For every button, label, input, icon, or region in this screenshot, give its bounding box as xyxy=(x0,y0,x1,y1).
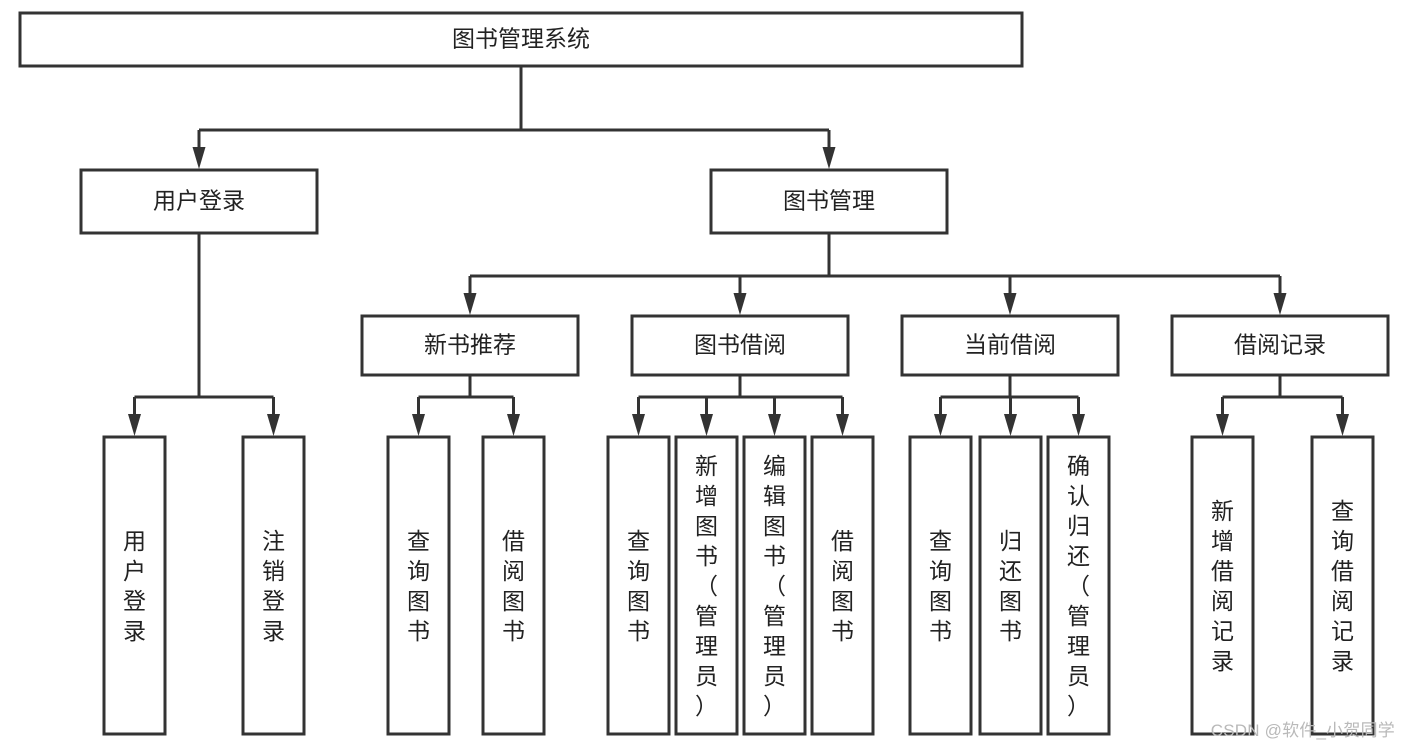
node-root[interactable]: 图书管理系统 xyxy=(18,11,1024,68)
node-leaf-user-login[interactable]: 用户登录 xyxy=(102,435,167,736)
connector-group xyxy=(128,233,280,436)
arrowhead-icon xyxy=(463,293,477,315)
arrowhead-icon xyxy=(1072,414,1085,436)
node-box xyxy=(79,168,319,235)
node-leaf-edit-book[interactable]: 编辑图书（管理员） xyxy=(742,435,807,736)
connector-group xyxy=(412,375,520,436)
arrowhead-icon xyxy=(768,414,781,436)
node-box xyxy=(386,435,451,736)
node-leaf-add-record[interactable]: 新增借阅记录 xyxy=(1190,435,1255,736)
arrowhead-icon xyxy=(822,147,836,169)
node-box xyxy=(1170,314,1390,377)
node-label: 新增图书（管理员） xyxy=(695,453,718,719)
connector-group xyxy=(463,233,1287,315)
node-box xyxy=(742,435,807,736)
node-label: 编辑图书（管理员） xyxy=(763,453,786,719)
connector-group xyxy=(1216,375,1349,436)
node-leaf-logout[interactable]: 注销登录 xyxy=(241,435,306,736)
node-label: 查询图书 xyxy=(407,528,430,644)
arrowhead-icon xyxy=(1003,293,1017,315)
node-box xyxy=(241,435,306,736)
arrowhead-icon xyxy=(1216,414,1229,436)
node-leaf-borrow-book-1[interactable]: 借阅图书 xyxy=(481,435,546,736)
node-label: 借阅图书 xyxy=(831,528,854,644)
node-leaf-return-book[interactable]: 归还图书 xyxy=(978,435,1043,736)
node-box xyxy=(978,435,1043,736)
connector-layer xyxy=(128,66,1349,436)
node-label: 图书管理 xyxy=(783,188,875,214)
node-label: 新书推荐 xyxy=(424,332,516,358)
node-leaf-query-book-2[interactable]: 查询图书 xyxy=(606,435,671,736)
node-user-login[interactable]: 用户登录 xyxy=(79,168,319,235)
node-label: 确认归还（管理员） xyxy=(1067,453,1090,719)
connector-group xyxy=(934,375,1085,436)
node-box xyxy=(674,435,739,736)
node-label: 图书管理系统 xyxy=(452,26,590,52)
arrowhead-icon xyxy=(1336,414,1349,436)
node-book-borrow[interactable]: 图书借阅 xyxy=(630,314,850,377)
node-box xyxy=(360,314,580,377)
node-leaf-confirm-return[interactable]: 确认归还（管理员） xyxy=(1046,435,1111,736)
node-box xyxy=(908,435,973,736)
node-box xyxy=(630,314,850,377)
node-box xyxy=(606,435,671,736)
node-leaf-query-book-1[interactable]: 查询图书 xyxy=(386,435,451,736)
node-box xyxy=(1046,435,1111,736)
node-leaf-add-book[interactable]: 新增图书（管理员） xyxy=(674,435,739,736)
node-label: 查询图书 xyxy=(627,528,650,644)
arrowhead-icon xyxy=(632,414,645,436)
arrowhead-icon xyxy=(934,414,947,436)
node-current-borrow[interactable]: 当前借阅 xyxy=(900,314,1120,377)
node-label: 用户登录 xyxy=(123,528,146,644)
node-leaf-borrow-book-2[interactable]: 借阅图书 xyxy=(810,435,875,736)
node-label: 当前借阅 xyxy=(964,332,1056,358)
node-label: 归还图书 xyxy=(999,528,1022,644)
node-box xyxy=(810,435,875,736)
connector-group xyxy=(632,375,849,436)
arrowhead-icon xyxy=(192,147,206,169)
arrowhead-icon xyxy=(1273,293,1287,315)
node-box xyxy=(900,314,1120,377)
node-layer: 图书管理系统用户登录图书管理新书推荐图书借阅当前借阅借阅记录用户登录注销登录查询… xyxy=(18,11,1390,736)
node-label: 借阅记录 xyxy=(1234,332,1326,358)
node-label: 查询图书 xyxy=(929,528,952,644)
node-box xyxy=(709,168,949,235)
node-box xyxy=(102,435,167,736)
arrowhead-icon xyxy=(700,414,713,436)
arrowhead-icon xyxy=(733,293,747,315)
node-label: 注销登录 xyxy=(262,528,285,644)
arrowhead-icon xyxy=(507,414,520,436)
node-label: 查询借阅记录 xyxy=(1331,498,1354,674)
connector-group xyxy=(192,66,836,169)
arrowhead-icon xyxy=(1004,414,1017,436)
node-label: 用户登录 xyxy=(153,188,245,214)
node-label: 图书借阅 xyxy=(694,332,786,358)
node-label: 新增借阅记录 xyxy=(1211,498,1234,674)
node-box xyxy=(1190,435,1255,736)
node-leaf-query-book-3[interactable]: 查询图书 xyxy=(908,435,973,736)
node-new-book-rec[interactable]: 新书推荐 xyxy=(360,314,580,377)
node-leaf-query-record[interactable]: 查询借阅记录 xyxy=(1310,435,1375,736)
arrowhead-icon xyxy=(412,414,425,436)
node-box xyxy=(18,11,1024,68)
node-borrow-records[interactable]: 借阅记录 xyxy=(1170,314,1390,377)
arrowhead-icon xyxy=(267,414,280,436)
node-book-manage[interactable]: 图书管理 xyxy=(709,168,949,235)
node-label: 借阅图书 xyxy=(502,528,525,644)
arrowhead-icon xyxy=(836,414,849,436)
arrowhead-icon xyxy=(128,414,141,436)
node-box xyxy=(1310,435,1375,736)
node-box xyxy=(481,435,546,736)
